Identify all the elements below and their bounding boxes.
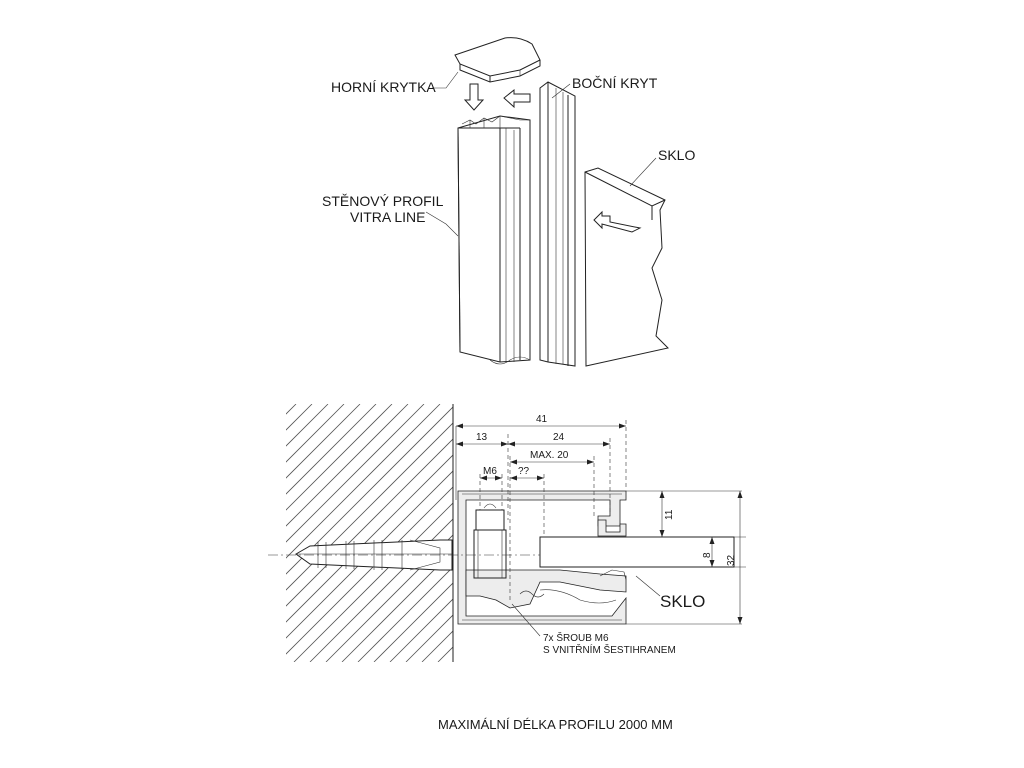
- dim-32: 32: [726, 554, 737, 566]
- dim-11: 11: [664, 509, 675, 520]
- label-vitra-line: VITRA LINE: [350, 209, 425, 225]
- label-bocni-kryt: BOČNÍ KRYT: [572, 75, 658, 91]
- dim-max-20: MAX. 20: [530, 450, 569, 461]
- dim-24: 24: [553, 432, 565, 443]
- dim-m6: M6: [483, 466, 497, 477]
- wall-plug: [295, 539, 453, 571]
- screw-note-line2: S VNITŘNÍM ŠESTIHRANEM: [543, 643, 676, 656]
- glass-pane-part: [584, 167, 669, 367]
- down-arrow-icon: [463, 83, 485, 111]
- side-cover-part: [539, 81, 576, 367]
- label-stenovy-profil: STĚNOVÝ PROFIL: [322, 193, 444, 209]
- label-sklo-section: SKLO: [660, 592, 705, 611]
- left-arrow-icon: [503, 88, 531, 109]
- dim-41: 41: [536, 414, 548, 425]
- label-horni-krytka: HORNÍ KRYTKA: [331, 79, 436, 95]
- wall-profile-part: [457, 115, 531, 365]
- dim-13: 13: [476, 432, 488, 443]
- label-sklo-iso: SKLO: [658, 147, 695, 163]
- wall-hatch: [286, 404, 453, 662]
- dim-8: 8: [702, 552, 713, 558]
- footer-note: MAXIMÁLNÍ DÉLKA PROFILU 2000 MM: [438, 717, 673, 732]
- section-view: 41 13 24 MAX. 20 M6 ?? 11 8 32 SKLO 7x Š…: [268, 404, 746, 662]
- isometric-view: HORNÍ KRYTKA BOČNÍ KRYT SKLO STĚNOVÝ PRO…: [322, 37, 695, 367]
- screw-note-line1: 7x ŠROUB M6: [543, 631, 609, 644]
- right-arrow-icon: [593, 210, 642, 233]
- glass-section: [539, 536, 735, 568]
- top-cap-part: [454, 37, 541, 83]
- dim-unknown: ??: [518, 466, 530, 477]
